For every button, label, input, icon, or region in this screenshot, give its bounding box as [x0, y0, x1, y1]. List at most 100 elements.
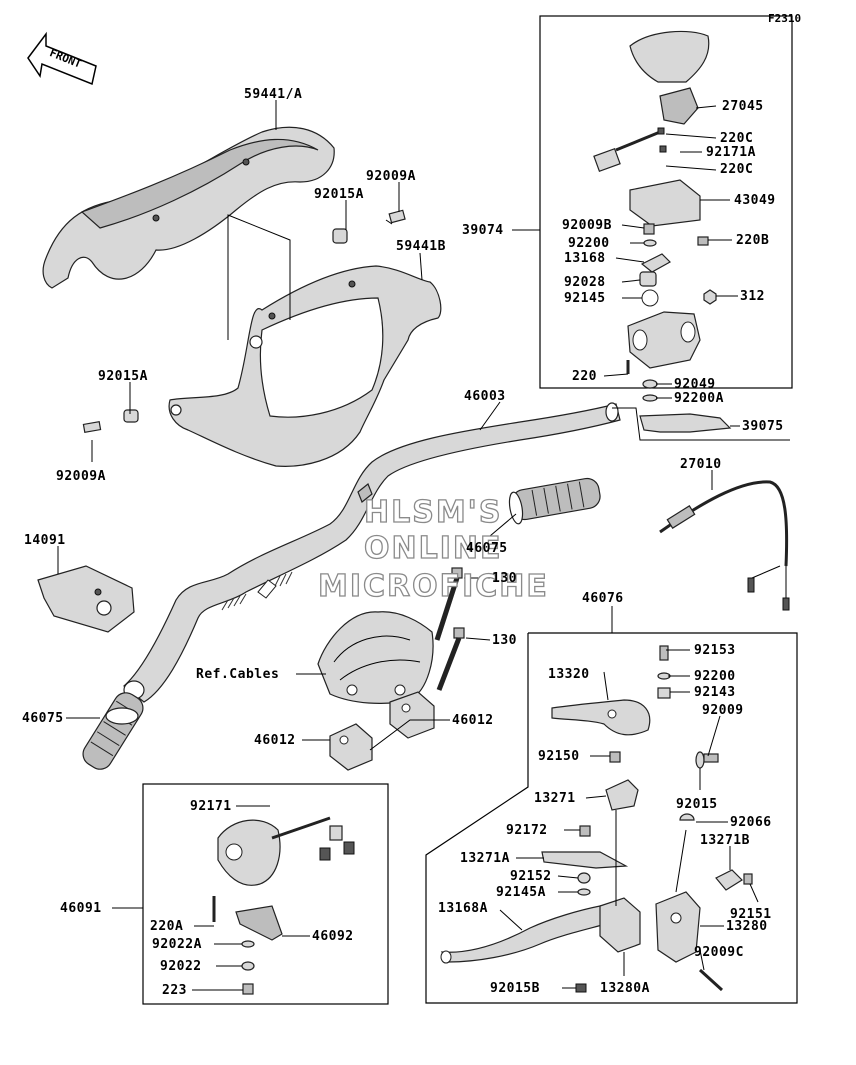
figure-ref: F2310 [768, 12, 801, 25]
part-label: 130 [492, 571, 517, 586]
watermark-line-2: ONLINE [364, 531, 503, 566]
plate-13271B-part [715, 869, 743, 891]
part-label: 92200A [674, 391, 724, 406]
part-label: 46075 [22, 711, 64, 726]
brake-lever-13320-part [551, 699, 651, 736]
part-label: 46003 [464, 389, 506, 404]
part-label: 92009 [702, 703, 744, 718]
part-label: 13320 [548, 667, 590, 682]
switch-housing-upper-part [629, 30, 710, 83]
grip-right-part [508, 477, 601, 525]
part-label: 92200 [568, 236, 610, 251]
part-label: 92151 [730, 907, 772, 922]
clamp-46012-left [329, 723, 373, 771]
part-label: 92022A [152, 937, 202, 952]
part-label: 312 [740, 289, 765, 304]
part-label: 13168A [438, 901, 488, 916]
part-label: 92015A [314, 187, 364, 202]
handlebar-holder-part [317, 611, 434, 704]
part-label: 92200 [694, 669, 736, 684]
part-label: 220 [572, 369, 597, 384]
part-label: 92145A [496, 885, 546, 900]
part-label: 92022 [160, 959, 202, 974]
part-label: 46092 [312, 929, 354, 944]
screw-92009A-upper [385, 209, 406, 225]
part-label: 46012 [452, 713, 494, 728]
small-parts-39074 [626, 127, 717, 402]
part-label: 13271 [534, 791, 576, 806]
assembly-box-46091 [142, 783, 389, 1005]
assembly-box-46076 [425, 632, 798, 1004]
part-label: 92171 [190, 799, 232, 814]
switch-housing-lower-part [627, 311, 701, 369]
part-label: 13271A [460, 851, 510, 866]
part-label: 13168 [564, 251, 606, 266]
small-parts-46076 [575, 645, 753, 993]
part-label: 223 [162, 983, 187, 998]
part-label: 92009A [366, 169, 416, 184]
part-label: 92150 [538, 749, 580, 764]
upper-cover-part [42, 126, 335, 289]
part-label: 92153 [694, 643, 736, 658]
lever-holder-13280-part [655, 891, 701, 963]
part-label: 92066 [730, 815, 772, 830]
bolt-130-lower [436, 627, 465, 691]
part-label: 92171A [706, 145, 756, 160]
part-label: 92049 [674, 377, 716, 392]
bolt-130-upper [434, 567, 463, 641]
part-label: 220B [736, 233, 769, 248]
lever-holder-13280A-part [599, 897, 641, 953]
watermark-line-1: HLSM'S [364, 495, 502, 530]
part-label: 92152 [510, 869, 552, 884]
part-label: 92028 [564, 275, 606, 290]
part-label: 27045 [722, 99, 764, 114]
part-label: 92172 [506, 823, 548, 838]
part-label: 220C [720, 131, 753, 146]
part-label: 46012 [254, 733, 296, 748]
part-label: 27010 [680, 457, 722, 472]
lever-39075-part [639, 413, 732, 433]
part-label: 130 [492, 633, 517, 648]
lower-cover-part [168, 265, 442, 467]
part-label: 14091 [24, 533, 66, 548]
screw-92009A-lower [82, 420, 102, 434]
part-label: 92009B [562, 218, 612, 233]
part-label: 92145 [564, 291, 606, 306]
part-label: 39074 [462, 223, 504, 238]
collar-92015A-lower [123, 409, 139, 423]
part-label: Ref.Cables [196, 667, 279, 682]
part-label: 220C [720, 162, 753, 177]
assembly-box-39074 [539, 15, 793, 389]
part-label: 46075 [466, 541, 508, 556]
part-label: 46091 [60, 901, 102, 916]
grip-left-part [82, 692, 144, 770]
part-label: 13280A [600, 981, 650, 996]
bracket-line-39075 [612, 407, 790, 441]
part-label: 13280 [726, 919, 768, 934]
part-label: 43049 [734, 193, 776, 208]
part-label: 39075 [742, 419, 784, 434]
switch-27045-part [593, 87, 699, 173]
part-label: 92009C [694, 945, 744, 960]
part-label: 13271B [700, 833, 750, 848]
part-label: 92015 [676, 797, 718, 812]
cover-43049-part [629, 179, 701, 227]
watermark-line-3: MICROFICHE [318, 569, 549, 604]
part-label: 59441B [396, 239, 446, 254]
bracket-13271-part [605, 779, 639, 811]
bracket-14091-part [37, 565, 135, 633]
plate-13271A-part [541, 851, 629, 869]
part-label: 46076 [582, 591, 624, 606]
part-label: 92015B [490, 981, 540, 996]
left-switch-part [212, 816, 355, 995]
part-label: 220A [150, 919, 183, 934]
part-label: 92015A [98, 369, 148, 384]
front-arrow-icon: FRONT [27, 31, 97, 86]
part-labels: 59441/A 92009A 92015A 59441B 92015A 9200… [22, 87, 784, 998]
part-label: 92009A [56, 469, 106, 484]
leader-lines [57, 100, 759, 991]
watermark: HLSM'S ONLINE MICROFICHE [317, 494, 549, 604]
part-label: 59441/A [244, 87, 302, 102]
throttle-cable-part [659, 480, 790, 611]
